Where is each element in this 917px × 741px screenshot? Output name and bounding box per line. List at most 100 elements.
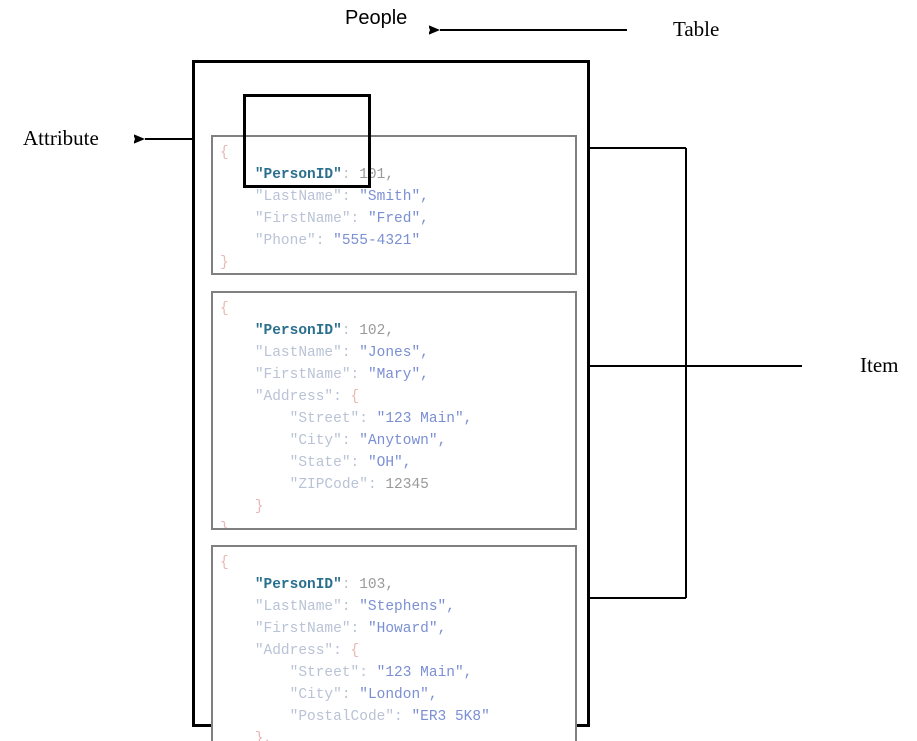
json-token-brace: { — [220, 555, 229, 571]
json-token-punct — [220, 665, 290, 681]
json-token-punct — [220, 731, 255, 741]
json-token-punct — [220, 211, 255, 227]
json-line: }, — [220, 728, 490, 741]
json-line: } — [220, 496, 472, 518]
json-token-str: , — [437, 621, 447, 637]
json-token-punct: : — [341, 323, 360, 339]
json-token-num: , — [385, 167, 395, 183]
json-token-punct — [220, 345, 255, 361]
json-token-str: "OH" — [367, 455, 403, 471]
json-token-punct: : — [333, 389, 351, 405]
json-token-str: , — [446, 599, 455, 615]
json-line: "PersonID": 101, — [220, 164, 429, 186]
json-token-punct: : — [350, 455, 368, 471]
json-token-punct — [220, 389, 255, 405]
json-document: { "PersonID": 101, "LastName": "Smith", … — [220, 142, 429, 273]
json-token-key: "Street" — [289, 411, 360, 427]
json-line: "FirstName": "Howard", — [220, 618, 490, 640]
json-token-punct: : — [341, 345, 360, 361]
json-token-num: 103 — [359, 577, 386, 593]
json-token-punct: : — [341, 189, 360, 205]
json-token-punct — [220, 499, 255, 515]
json-token-str: , — [420, 367, 429, 383]
json-token-punct — [220, 599, 255, 615]
json-line: } — [220, 252, 429, 273]
json-token-key: "LastName" — [254, 599, 342, 615]
json-token-key: "ZIPCode" — [289, 477, 368, 493]
json-token-str: "Howard" — [367, 621, 438, 637]
json-line: "FirstName": "Mary", — [220, 364, 472, 386]
json-line: { — [220, 298, 472, 320]
json-line: "Street": "123 Main", — [220, 662, 490, 684]
json-token-num: 101 — [359, 167, 386, 183]
json-token-key: "LastName" — [254, 189, 342, 205]
json-line: "Address": { — [220, 640, 490, 662]
json-token-brace: { — [220, 145, 229, 161]
json-token-key: "FirstName" — [254, 211, 351, 227]
json-line: "PostalCode": "ER3 5K8" — [220, 706, 490, 728]
table-container: { "PersonID": 101, "LastName": "Smith", … — [192, 60, 590, 741]
json-token-punct: : — [341, 577, 360, 593]
json-line: } — [220, 518, 472, 528]
json-token-punct — [220, 621, 255, 637]
json-token-str: , — [402, 455, 412, 471]
json-token-punct: : — [341, 433, 360, 449]
json-token-brace: , — [263, 731, 273, 741]
json-document: { "PersonID": 102, "LastName": "Jones", … — [220, 298, 473, 528]
annotation-attribute: Attribute — [23, 126, 99, 150]
json-token-str: "Jones" — [359, 345, 421, 361]
json-token-punct: : — [359, 665, 377, 681]
json-token-key: "City" — [289, 433, 342, 449]
json-line: "PersonID": 102, — [220, 320, 472, 342]
json-line: "LastName": "Smith", — [220, 186, 429, 208]
json-line: "Phone": "555-4321" — [220, 230, 429, 252]
json-token-str: "123 Main" — [376, 665, 464, 681]
json-token-brace: { — [350, 643, 360, 659]
json-token-str: "London" — [359, 687, 429, 703]
json-line: "State": "OH", — [220, 452, 472, 474]
json-token-punct — [220, 477, 290, 493]
json-line: "ZIPCode": 12345 — [220, 474, 472, 496]
json-line: "PersonID": 103, — [220, 574, 490, 596]
json-token-punct: : — [315, 233, 334, 249]
json-line: "Address": { — [220, 386, 472, 408]
annotation-item: Item — [860, 353, 899, 377]
json-token-str: , — [463, 665, 473, 681]
json-token-key: "Street" — [289, 665, 360, 681]
json-token-punct — [220, 687, 290, 703]
json-token-punct: : — [350, 621, 368, 637]
json-token-punct: : — [341, 687, 360, 703]
json-document: { "PersonID": 103, "LastName": "Stephens… — [220, 552, 490, 741]
json-line: { — [220, 552, 490, 574]
json-token-str: , — [463, 411, 473, 427]
json-line: "LastName": "Stephens", — [220, 596, 490, 618]
table-name-label: People — [345, 7, 408, 29]
json-token-str: , — [420, 189, 429, 205]
json-token-str: "Stephens" — [359, 599, 447, 615]
json-token-str: "Anytown" — [359, 433, 438, 449]
json-line: "LastName": "Jones", — [220, 342, 472, 364]
json-token-punct: : — [350, 367, 368, 383]
json-token-punct: : — [341, 599, 360, 615]
attribute-highlight-box — [243, 94, 371, 188]
json-token-str: "ER3 5K8" — [411, 709, 490, 725]
json-token-str: , — [420, 345, 429, 361]
item-box: { "PersonID": 102, "LastName": "Jones", … — [211, 291, 577, 530]
json-token-key: "City" — [289, 687, 342, 703]
json-token-punct: : — [359, 411, 377, 427]
item-box: { "PersonID": 103, "LastName": "Stephens… — [211, 545, 577, 741]
json-token-key: "Phone" — [254, 233, 316, 249]
json-line: { — [220, 142, 429, 164]
json-token-punct — [220, 709, 290, 725]
json-token-str: "Fred" — [367, 211, 421, 227]
json-token-str: "Mary" — [367, 367, 421, 383]
json-token-key: "LastName" — [254, 345, 342, 361]
json-token-num: , — [385, 577, 395, 593]
json-token-punct: : — [333, 643, 351, 659]
json-token-brace: { — [220, 301, 229, 317]
annotation-table: Table — [673, 17, 720, 41]
json-token-punct — [220, 411, 290, 427]
json-token-num: , — [385, 323, 395, 339]
json-token-punct — [220, 367, 255, 383]
